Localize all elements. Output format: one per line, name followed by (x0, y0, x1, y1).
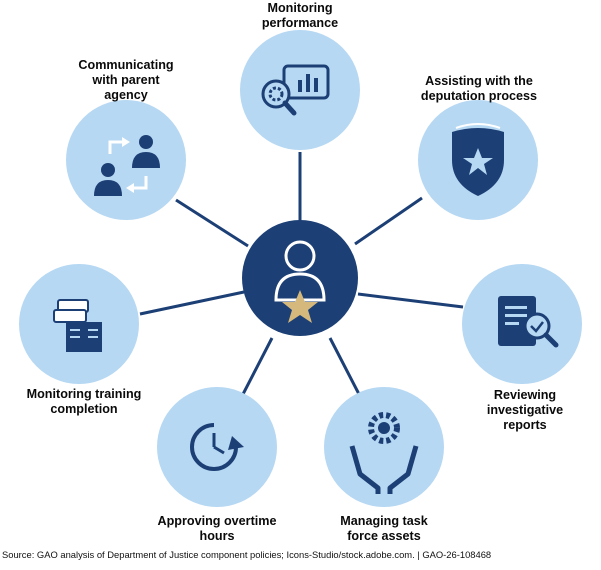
label-line: Monitoring training (26, 387, 142, 401)
label-line: deputation process (420, 89, 538, 103)
clock-arrow-icon (190, 423, 244, 471)
connector-line (238, 337, 274, 401)
label-line: investigative (486, 403, 564, 417)
document-magnifier-check-icon (498, 296, 559, 348)
books-open-book-icon (53, 299, 102, 352)
person-with-star-icon (274, 240, 326, 323)
hands-gear-icon (349, 412, 419, 494)
label-line: force assets (347, 529, 421, 543)
label-line: agency (104, 88, 148, 102)
label-line: performance (261, 16, 339, 30)
police-badge-star-icon (452, 123, 504, 196)
label-line: Assisting with the (425, 74, 533, 88)
role-label-monitoring-performance: Monitoring performance (240, 1, 360, 31)
connector-line (328, 337, 364, 401)
label-line: with parent (92, 73, 160, 87)
label-line: Monitoring (267, 1, 333, 15)
label-line: hours (199, 529, 235, 543)
connector-line (139, 290, 245, 316)
connector-line (354, 196, 423, 246)
source-note: Source: GAO analysis of Department of Ju… (2, 549, 492, 560)
magnifier-gear-chart-icon (261, 64, 330, 116)
label-line: reports (503, 418, 547, 432)
role-label-reviewing-reports: Reviewing investigative reports (470, 388, 580, 433)
label-line: Communicating (78, 58, 174, 72)
label-line: Managing task (340, 514, 428, 528)
role-circle (66, 100, 186, 220)
label-line: Reviewing (493, 388, 557, 402)
role-circle (157, 387, 277, 507)
connector-line (175, 198, 249, 248)
connector-line (357, 292, 464, 309)
label-line: Approving overtime (157, 514, 277, 528)
connector-lines (139, 152, 464, 401)
two-people-arrows-icon (94, 135, 160, 196)
role-label-assisting-deputation: Assisting with the deputation process (408, 74, 550, 104)
role-label-communicating-parent: Communicating with parent agency (66, 58, 186, 103)
label-line: completion (50, 402, 118, 416)
role-label-monitoring-training: Monitoring training completion (14, 387, 154, 417)
role-label-approving-overtime: Approving overtime hours (146, 514, 288, 544)
role-circle (324, 387, 444, 507)
role-label-managing-assets: Managing task force assets (318, 514, 450, 544)
